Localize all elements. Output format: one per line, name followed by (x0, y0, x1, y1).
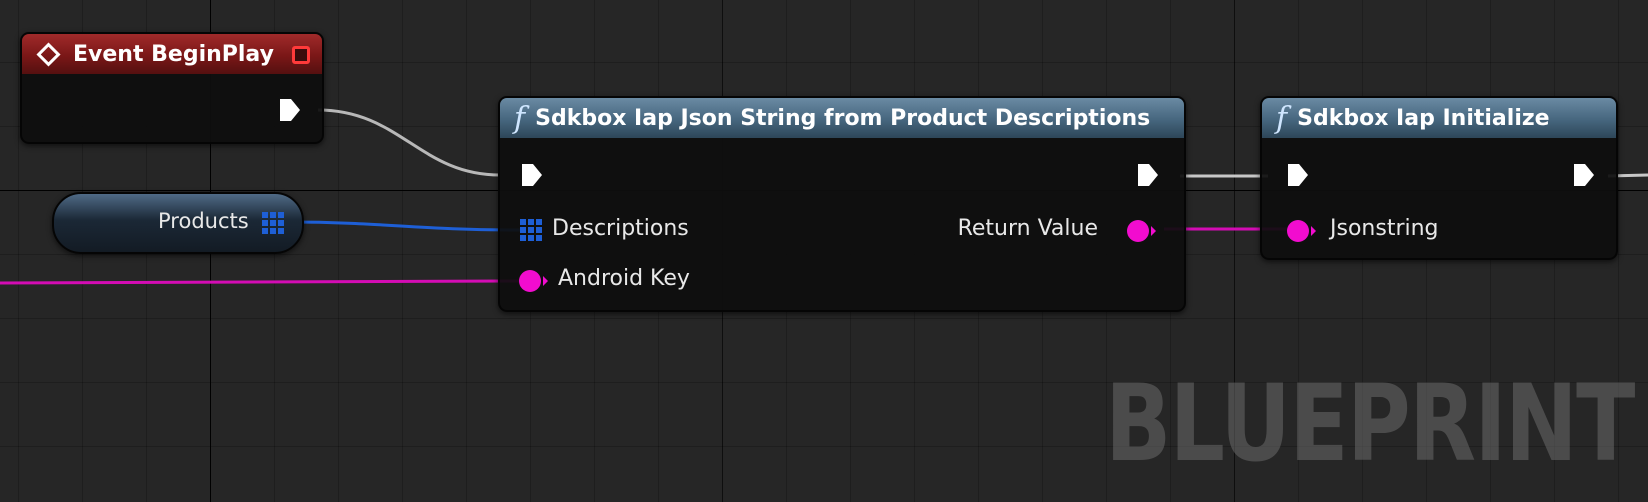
json-from-descriptions-title: Sdkbox Iap Json String from Product Desc… (535, 105, 1151, 131)
exec-out-pin-icon[interactable] (278, 97, 302, 123)
descriptions-pin-label: Descriptions (552, 216, 689, 241)
jsonstring-pin-label: Jsonstring (1330, 216, 1439, 241)
iap-initialize-header[interactable]: f Sdkbox Iap Initialize (1262, 98, 1616, 138)
string-wire-android-key[interactable] (0, 279, 521, 285)
array-wire-products[interactable] (289, 220, 521, 232)
function-f-icon: f (514, 100, 526, 136)
return-value-pin-label: Return Value (957, 216, 1098, 241)
products-label: Products (158, 209, 249, 233)
blueprint-watermark: BLUEPRINT (1105, 362, 1635, 485)
array-grid-icon[interactable] (262, 212, 284, 234)
event-beginplay-node[interactable]: Event BeginPlay (20, 32, 324, 144)
event-beginplay-title: Event BeginPlay (73, 41, 274, 67)
event-beginplay-header[interactable]: Event BeginPlay (22, 34, 322, 74)
android-key-pin-label: Android Key (558, 266, 690, 291)
json-from-descriptions-node[interactable]: f Sdkbox Iap Json String from Product De… (498, 96, 1186, 312)
json-from-descriptions-header[interactable]: f Sdkbox Iap Json String from Product De… (500, 98, 1184, 138)
exec-in-pin-icon[interactable] (520, 162, 544, 188)
string-in-pin-icon[interactable] (518, 268, 552, 294)
delegate-pin-icon[interactable] (292, 46, 310, 64)
products-variable-node[interactable]: Products (52, 192, 304, 254)
string-out-pin-icon[interactable] (1126, 218, 1160, 244)
iap-initialize-title: Sdkbox Iap Initialize (1297, 105, 1550, 131)
event-diamond-icon (36, 41, 61, 67)
exec-wire-beginplay[interactable] (317, 108, 501, 177)
function-f-icon: f (1276, 100, 1288, 136)
array-grid-icon[interactable] (520, 219, 542, 241)
exec-out-pin-icon[interactable] (1572, 162, 1596, 188)
exec-out-pin-icon[interactable] (1136, 162, 1160, 188)
iap-initialize-node[interactable]: f Sdkbox Iap Initialize Jsonstring (1260, 96, 1618, 260)
exec-in-pin-icon[interactable] (1286, 162, 1310, 188)
string-in-pin-icon[interactable] (1286, 218, 1320, 244)
